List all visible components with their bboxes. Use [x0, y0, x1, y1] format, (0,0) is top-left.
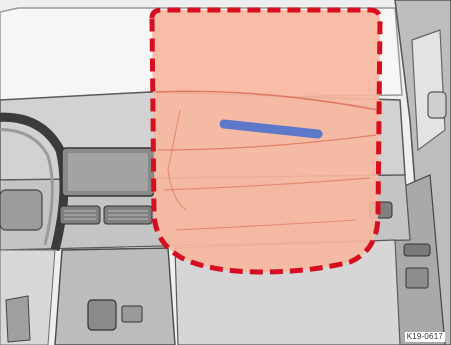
- infotainment-screen-glass: [68, 153, 148, 191]
- center-vent-icon: [60, 206, 152, 224]
- center-console: [55, 248, 175, 345]
- window-switch-icon: [406, 268, 428, 288]
- console-button-icon: [122, 306, 142, 322]
- figure-reference-code: K19-0617: [405, 332, 445, 342]
- mirror-icon: [428, 92, 446, 118]
- pedal-icon: [6, 296, 30, 342]
- door-handle-icon: [404, 244, 430, 256]
- front-passenger-airbag-zone-icon: [152, 10, 380, 272]
- side-window: [412, 30, 445, 150]
- gear-selector-icon: [88, 300, 116, 330]
